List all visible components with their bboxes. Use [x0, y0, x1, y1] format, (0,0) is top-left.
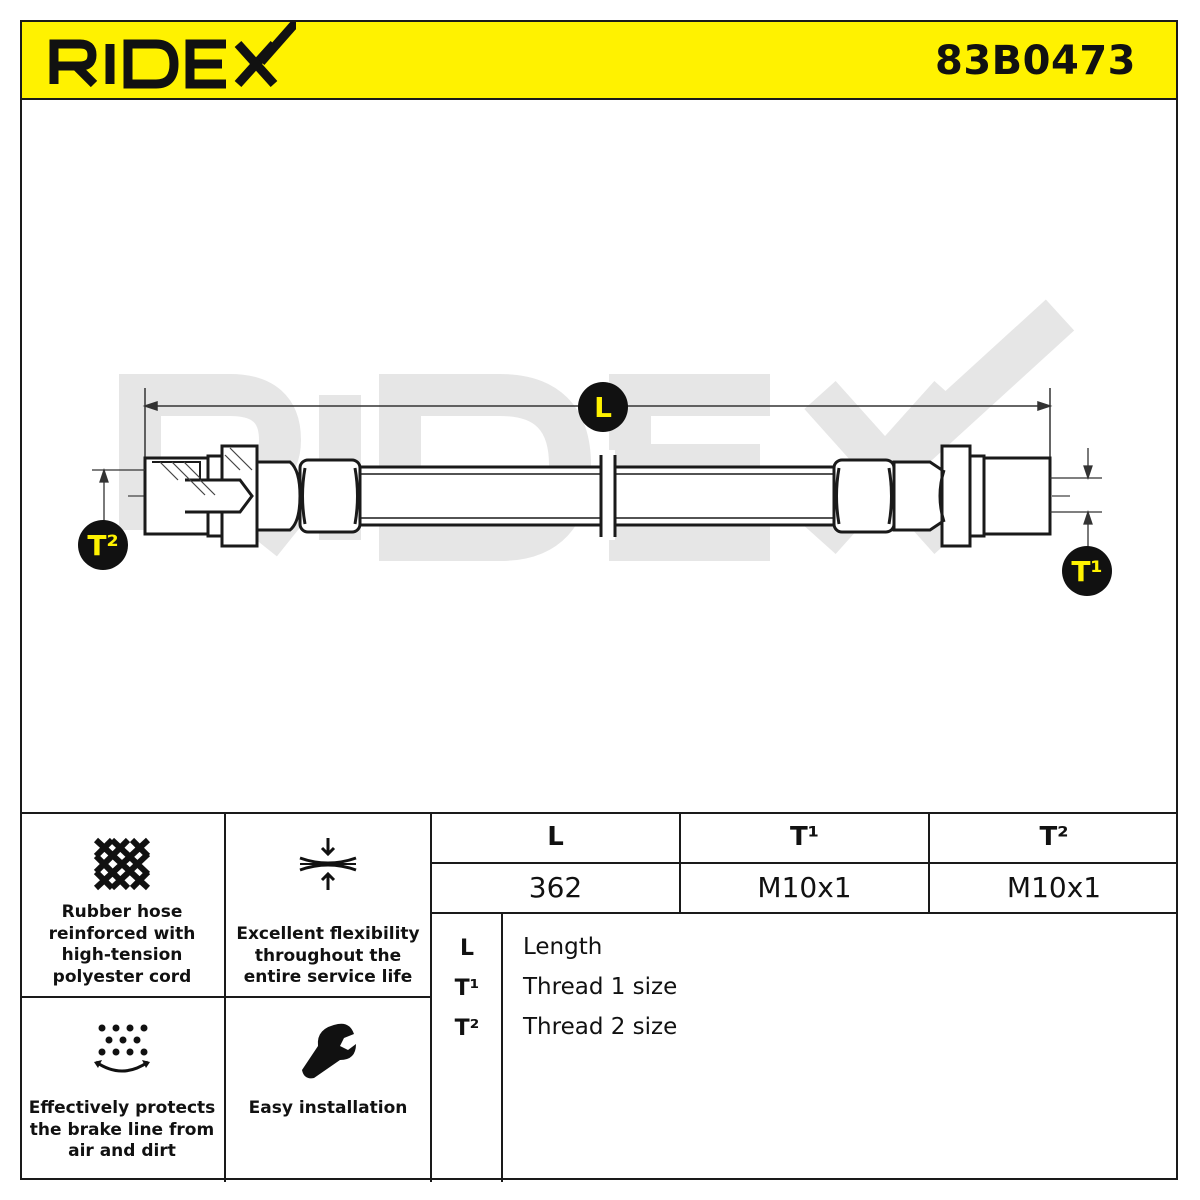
- info-section: Rubber hose reinforced with high-tension…: [20, 812, 1178, 1182]
- feature-flexibility: Excellent flexibility throughout the ent…: [226, 814, 430, 996]
- woven-cord-icon: [93, 837, 151, 891]
- dust-particles-icon: [94, 1024, 150, 1073]
- divider: [430, 912, 1178, 914]
- left-fitting: [143, 444, 362, 548]
- thread2-callout: T²: [78, 520, 128, 570]
- hose-body: [358, 465, 836, 527]
- feature-installation: Easy installation: [226, 998, 430, 1182]
- legend-key: T¹: [454, 976, 480, 1001]
- feature-text: Excellent flexibility throughout the ent…: [236, 924, 420, 987]
- divider: [501, 912, 503, 1182]
- spec-header-length: L: [547, 822, 564, 852]
- divider: [430, 814, 432, 1182]
- compression-arrows-icon: [299, 838, 357, 890]
- wrench-icon: [302, 1023, 356, 1079]
- break-symbol: [599, 450, 617, 540]
- divider: [20, 996, 430, 998]
- right-fitting: [832, 444, 1052, 548]
- divider: [928, 814, 930, 912]
- length-callout: L: [578, 382, 628, 432]
- legend-label: Length: [523, 934, 603, 960]
- legend-key: T²: [454, 1016, 480, 1041]
- feature-text: Rubber hose reinforced with high-tension…: [48, 902, 196, 987]
- thread1-callout: T¹: [1062, 546, 1112, 596]
- divider: [679, 814, 681, 912]
- legend-label: Thread 2 size: [523, 1014, 678, 1040]
- part-number: 83B0473: [935, 38, 1136, 84]
- brake-hose-drawing: [92, 299, 1102, 561]
- feature-text: Effectively protects the brake line from…: [28, 1098, 216, 1161]
- ridex-logo: [49, 22, 296, 89]
- divider: [430, 862, 1178, 864]
- divider: [224, 814, 226, 1182]
- header-bar: 83B0473: [20, 20, 1178, 100]
- feature-protection: Effectively protects the brake line from…: [20, 998, 224, 1182]
- feature-text: Easy installation: [248, 1098, 408, 1118]
- left-fitting-thread-hatch: [159, 447, 253, 496]
- spec-value-thread2: M10x1: [1006, 871, 1102, 904]
- spec-header-thread1: T¹: [789, 822, 820, 852]
- legend-key: L: [459, 936, 475, 961]
- legend-label: Thread 1 size: [523, 974, 678, 1000]
- thread1-dimension: [1050, 448, 1102, 548]
- feature-reinforced-hose: Rubber hose reinforced with high-tension…: [20, 814, 224, 996]
- spec-header-thread2: T²: [1039, 822, 1069, 852]
- spec-value-thread1: M10x1: [757, 871, 852, 904]
- spec-value-length: 362: [528, 871, 583, 904]
